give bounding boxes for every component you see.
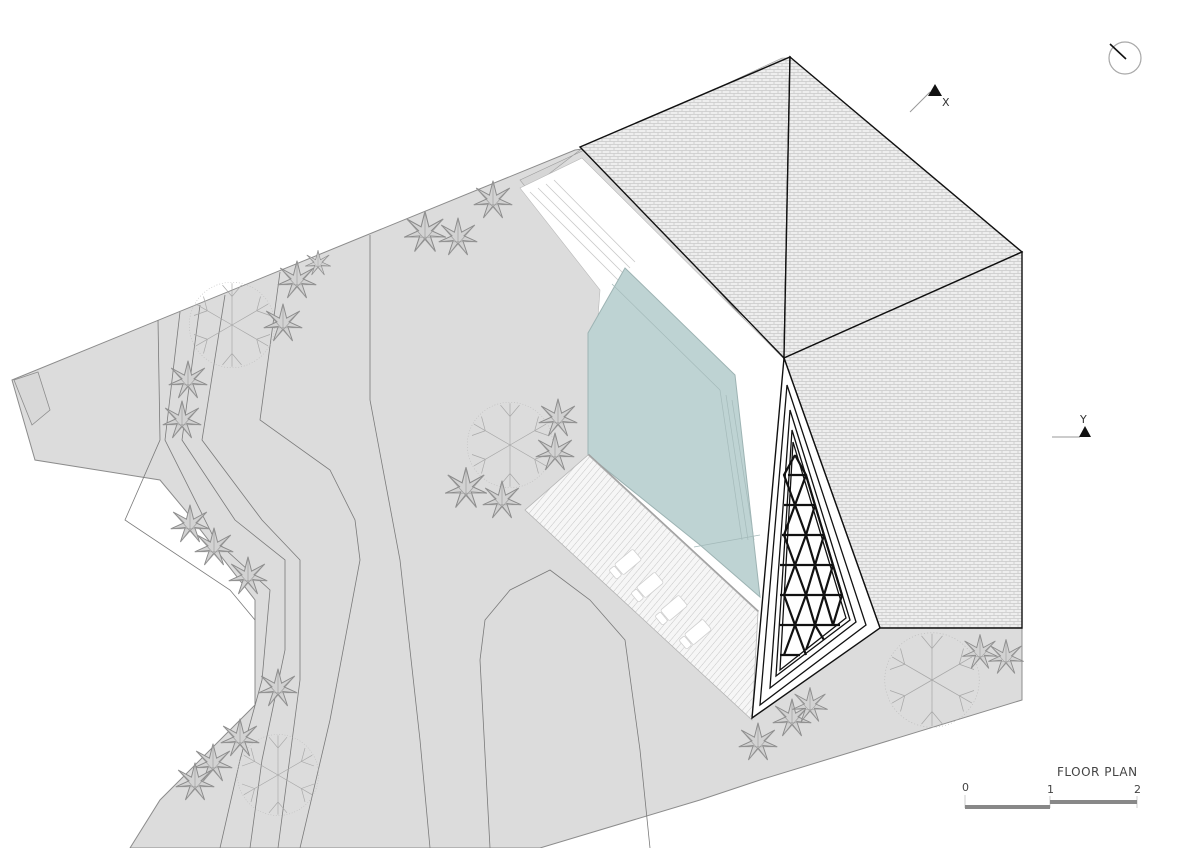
scale-bar: FLOOR PLAN 0 1 2 [962, 765, 1141, 809]
svg-text:X: X [942, 96, 950, 109]
skylight-lattice [780, 454, 844, 657]
scale-segment-0-1 [965, 805, 1050, 809]
scale-bar-title: FLOOR PLAN [1057, 765, 1138, 779]
section-marker-x: X [909, 84, 950, 113]
scale-segment-1-2 [1050, 800, 1137, 804]
terrace-steps [529, 179, 636, 283]
site-corner-shed [13, 371, 51, 426]
contour-lines [124, 235, 651, 848]
north-arrow-icon [1108, 41, 1142, 75]
pool-edge-lines [611, 283, 761, 548]
scale-tick-1: 1 [1047, 783, 1054, 796]
sun-loungers [609, 549, 712, 650]
scale-tick-0: 0 [962, 781, 969, 794]
section-marker-y: Y [1052, 413, 1091, 438]
section-arrow-x-icon [928, 84, 942, 96]
scale-tick-2: 2 [1134, 783, 1141, 796]
pool [587, 267, 761, 599]
svg-text:Y: Y [1079, 413, 1087, 426]
section-arrow-y-icon [1079, 426, 1091, 437]
hip-roof [578, 55, 1024, 720]
